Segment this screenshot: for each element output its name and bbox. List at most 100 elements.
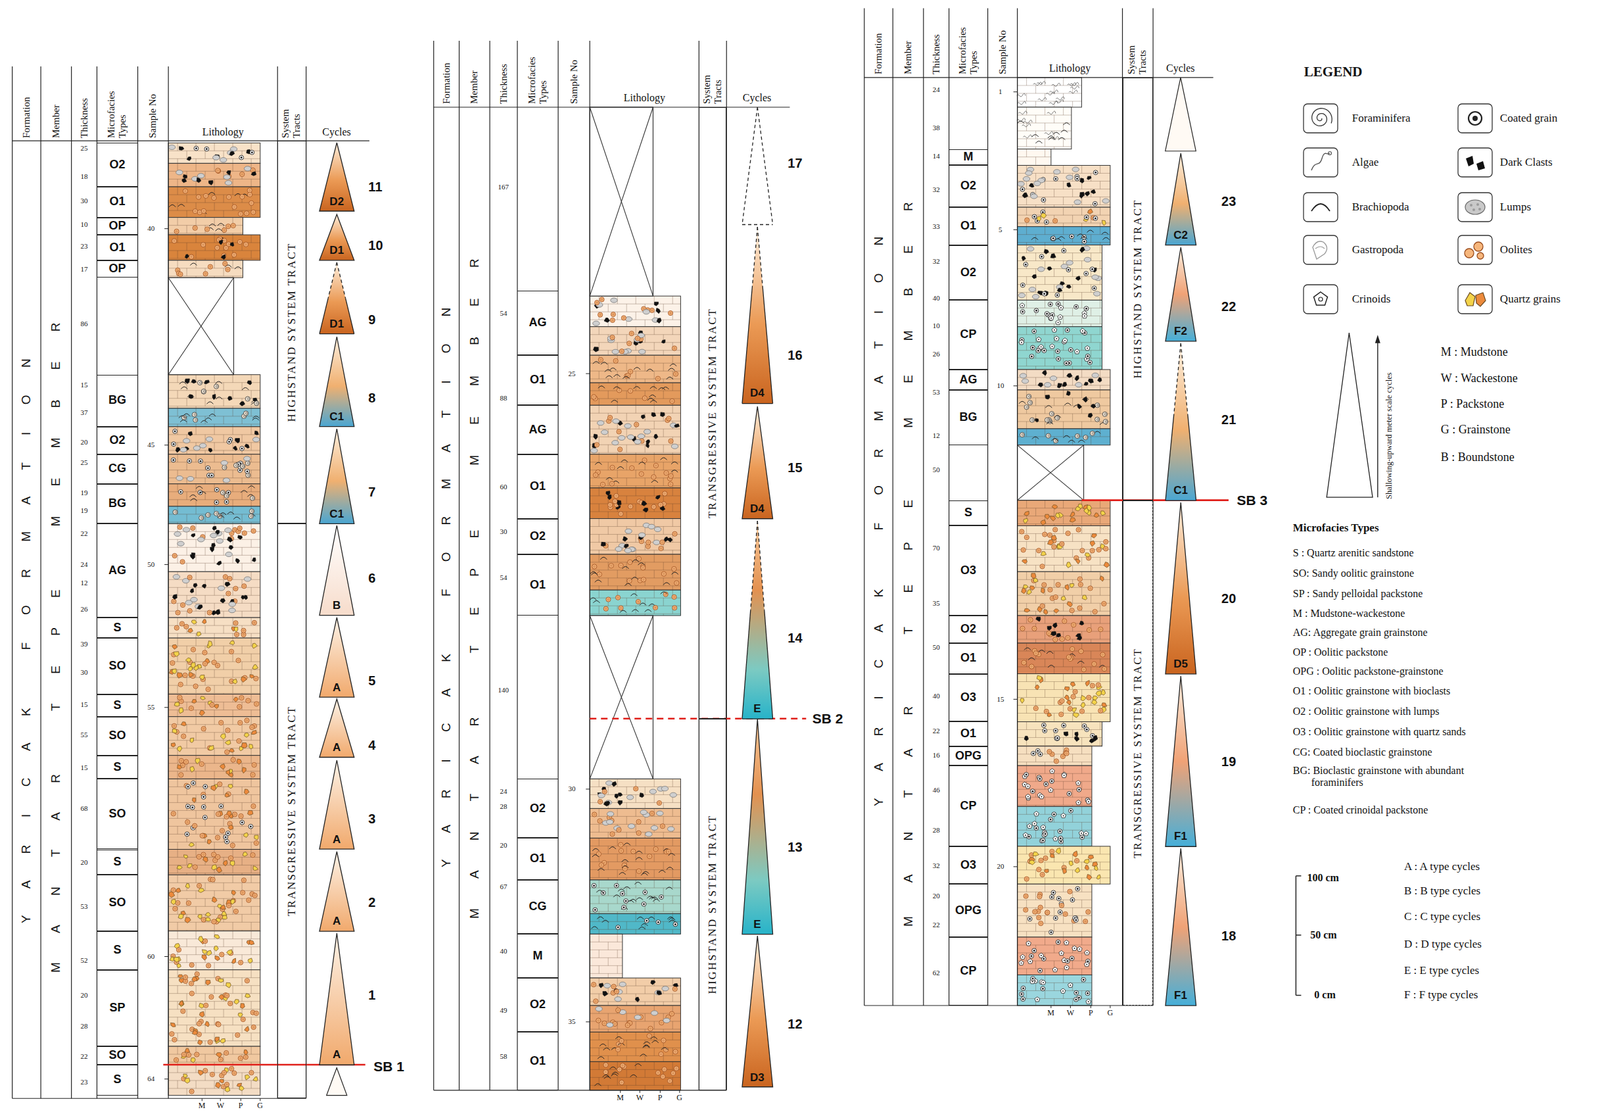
oolite-grain [172,552,177,558]
rock-bed [168,1045,261,1065]
lump-grain [220,157,227,163]
oolite-grain [201,242,206,248]
oolite-grain [599,297,605,302]
oolite-grain [642,395,647,401]
oolite-grain [610,334,615,340]
oolite-grain [612,498,618,504]
oolite-grain [174,228,179,234]
oolite-grain [196,1020,202,1026]
oolite-grain [228,855,234,860]
bed-fill [589,1031,681,1061]
oolite-grain [619,1037,624,1043]
rock-bed [589,295,681,327]
oolite-grain [234,631,239,637]
oolite-grain [661,1037,666,1043]
lump-grain [642,309,650,315]
oolite-grain [171,723,177,728]
oolite-grain [188,705,194,710]
coated-grain-core [225,500,228,503]
oolite-grain [610,831,615,837]
oolite-grain [171,238,177,244]
lump-grain [187,475,194,481]
coated-grain-core [215,488,218,491]
rock-bed [168,142,261,164]
oolite-grain [250,772,256,777]
lump-grain [1021,378,1029,384]
oolite-grain [194,1051,200,1057]
oolite-grain [602,1020,607,1025]
oolite-grain [1076,527,1081,532]
oolite-grain [235,1032,240,1037]
oolite-grain [627,578,632,584]
oolite-grain [207,264,213,269]
oolite-grain [207,610,212,615]
oolite-grain [629,465,635,471]
oolite-grain [636,868,641,873]
rock-bed [168,217,243,235]
lump-grain [224,180,232,185]
oolite-grain [615,594,620,600]
lump-grain [224,527,232,533]
oolite-grain [669,1011,674,1016]
oolite-grain [674,580,680,586]
oolite-grain [673,1049,678,1054]
oolite-grain [215,853,221,859]
lump-grain [177,541,185,546]
oolite-grain [214,834,220,840]
oolite-grain [224,1081,229,1086]
lump-grain [1049,376,1057,381]
lump-grain [610,297,618,303]
rock-bed [1017,369,1111,390]
oolite-grain [225,266,231,272]
lump-grain [1026,246,1034,252]
lump-grain [1032,294,1039,300]
coated-grain-core [241,821,244,824]
oolite-grain [620,1062,626,1068]
rock-bed [168,408,261,427]
oolite-grain [253,675,259,681]
bed-fill [1017,369,1111,390]
coated-grain-core [1093,202,1096,205]
oolite-grain [1065,530,1071,536]
oolite-grain [172,905,178,911]
lump-grain [637,433,645,439]
lump-grain [1066,260,1073,265]
oolite-grain [233,585,238,591]
oolite-grain [241,583,247,589]
rock-bed [1017,245,1103,301]
oolite-grain [226,590,231,596]
oolite-grain [634,422,639,427]
oolite-grain [646,539,651,545]
oolite-grain [237,211,243,217]
coated-grain-core [642,902,645,905]
coated-grain-core [1033,215,1036,218]
coated-grain-core [1067,268,1070,271]
coated-grain-core [239,469,242,472]
oolite-grain [199,832,205,838]
coated-grain-core [625,899,628,902]
oolite-grain [621,315,626,321]
oolite-grain [244,717,250,723]
oolite-grain [174,625,179,630]
lump-grain [619,981,626,987]
oolite-grain [658,545,664,551]
oolite-grain [243,1054,248,1059]
coated-grain-core [1056,293,1059,296]
oolite-grain [230,757,236,762]
coated-grain-core [1076,177,1079,180]
oolite-grain [202,650,208,655]
coated-grain-core [186,805,189,808]
crinoid-canal [1086,347,1088,350]
lump-grain [638,532,645,538]
oolite-grain [232,811,238,817]
oolite-grain [603,1062,609,1067]
lump-grain [168,144,175,150]
lump-grain [612,418,620,424]
coated-grain-core [1083,240,1086,243]
oolite-grain [1051,544,1057,549]
oolite-grain [244,978,250,983]
oolite-grain [251,1024,256,1029]
coated-grain-core [1085,307,1088,310]
oolite-grain [249,200,254,206]
oolite-grain [170,811,176,816]
